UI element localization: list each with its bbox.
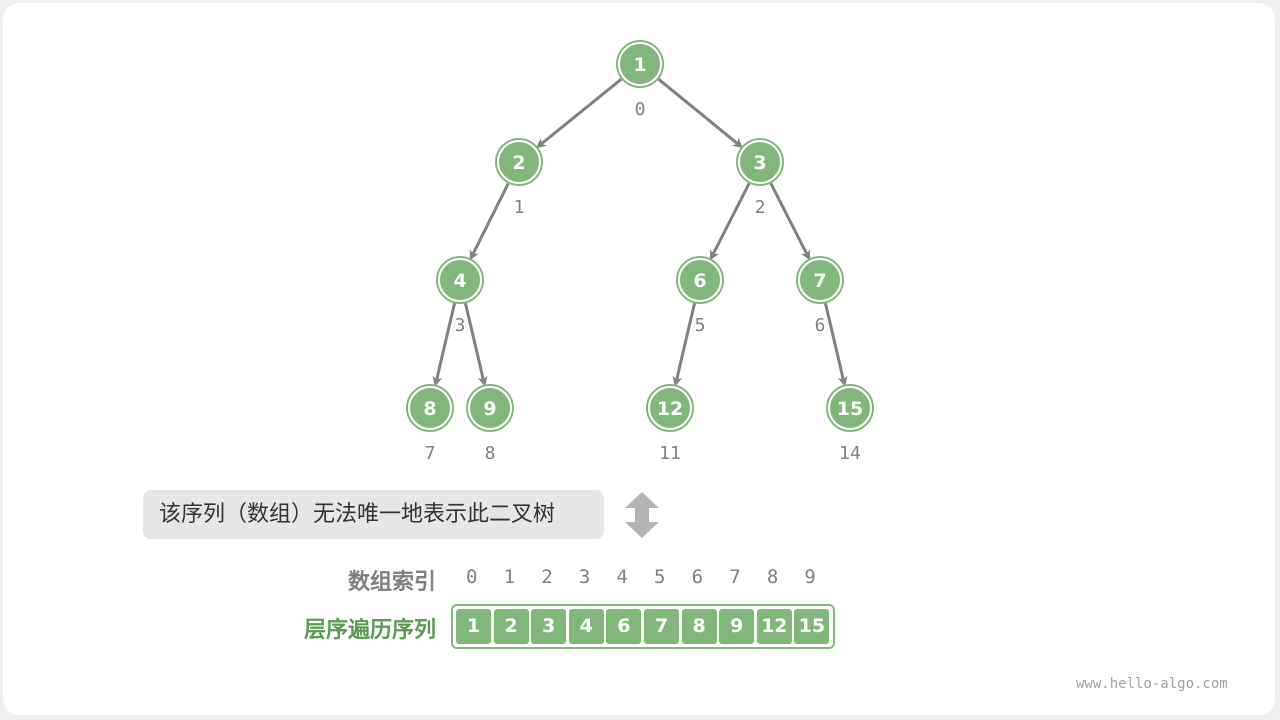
- array-index-label: 数组索引: [347, 570, 436, 595]
- node-ring: [616, 40, 664, 88]
- node-index: 0: [635, 99, 646, 120]
- tree-edge: [657, 78, 743, 149]
- node-circle: [408, 386, 452, 430]
- array-value-cell: 2: [493, 609, 529, 644]
- node-value: 2: [512, 152, 525, 174]
- node-value: 6: [693, 270, 706, 292]
- node-ring: [436, 256, 484, 304]
- array-index-cell: 3: [578, 566, 591, 588]
- node-value: 7: [813, 270, 826, 292]
- node-ring: [466, 384, 514, 432]
- node-ring: [796, 256, 844, 304]
- tree-edge: [769, 182, 811, 261]
- node-value: 15: [837, 398, 863, 420]
- tree-node: 10: [616, 40, 664, 120]
- tree-node: 43: [436, 256, 484, 336]
- array-index-cell: 7: [729, 566, 741, 588]
- diagram-card: [3, 3, 1275, 715]
- node-ring: [826, 384, 874, 432]
- node-circle: [497, 140, 541, 184]
- node-value: 8: [423, 398, 436, 420]
- array-index-cell: 5: [654, 566, 666, 588]
- level-order-label: 层序遍历序列: [303, 618, 436, 643]
- tree-node: 12 11: [646, 384, 694, 464]
- note-text: 该序列（数组）无法唯一地表示此二叉树: [143, 490, 604, 539]
- node-value: 1: [633, 54, 646, 76]
- tree-node: 65: [676, 256, 724, 336]
- node-circle: [678, 258, 722, 302]
- tree-node: 87: [406, 384, 454, 464]
- node-ring: [406, 384, 454, 432]
- array-index-cell: 4: [616, 566, 628, 588]
- tree-edge: [709, 182, 751, 261]
- tree-node: 76: [796, 256, 844, 336]
- array-value-cell: 12: [756, 609, 792, 644]
- array-index-cell: 1: [503, 566, 516, 588]
- node-circle: [618, 42, 662, 86]
- node-circle: [468, 386, 512, 430]
- node-ring: [495, 138, 543, 186]
- tree-node: 32: [736, 138, 784, 218]
- node-circle: [648, 386, 692, 430]
- array-value-cell: 3: [531, 609, 567, 644]
- node-index: 6: [815, 315, 826, 336]
- node-ring: [676, 256, 724, 304]
- tree-edge: [672, 303, 696, 387]
- tree-edge: [824, 303, 848, 387]
- array-index-cell: 0: [466, 566, 478, 588]
- node-index: 2: [755, 197, 766, 218]
- array-index-cell: 2: [541, 566, 553, 588]
- node-index: 3: [455, 315, 466, 336]
- array-value-cell: 8: [681, 609, 717, 644]
- tree-edge: [464, 303, 488, 387]
- tree-edge: [469, 182, 510, 261]
- node-index: 14: [839, 443, 861, 464]
- tree-edge: [536, 77, 623, 149]
- array-value-cell: 1: [456, 609, 491, 644]
- array-index-cell: 9: [804, 566, 816, 588]
- footer-url: www.hello-algo.com: [1076, 676, 1228, 692]
- node-ring: [736, 138, 784, 186]
- node-ring: [646, 384, 694, 432]
- node-value: 4: [453, 270, 466, 292]
- array-value-cell: 7: [644, 609, 679, 644]
- tree-node: 21: [495, 138, 543, 218]
- tree-node: 98: [466, 384, 514, 464]
- array-index-cell: 8: [766, 566, 779, 588]
- node-value: 12: [657, 398, 683, 420]
- node-index: 1: [514, 197, 525, 218]
- node-index: 5: [695, 315, 706, 336]
- array-value-cell: 15: [794, 609, 830, 644]
- array-index-cell: 6: [691, 566, 704, 588]
- array-value-cell: 9: [719, 609, 755, 644]
- up-down-arrow-icon: [625, 492, 659, 538]
- node-circle: [828, 386, 872, 430]
- node-circle: [738, 140, 782, 184]
- array-value-cell: 4: [568, 609, 604, 644]
- node-value: 3: [753, 152, 766, 174]
- tree-edge: [432, 303, 456, 387]
- node-value: 9: [483, 398, 496, 420]
- node-index: 8: [485, 443, 496, 464]
- node-circle: [798, 258, 842, 302]
- node-index: 7: [425, 443, 436, 464]
- array-value-cell: 6: [606, 609, 642, 644]
- node-circle: [438, 258, 482, 302]
- node-index: 11: [659, 443, 681, 464]
